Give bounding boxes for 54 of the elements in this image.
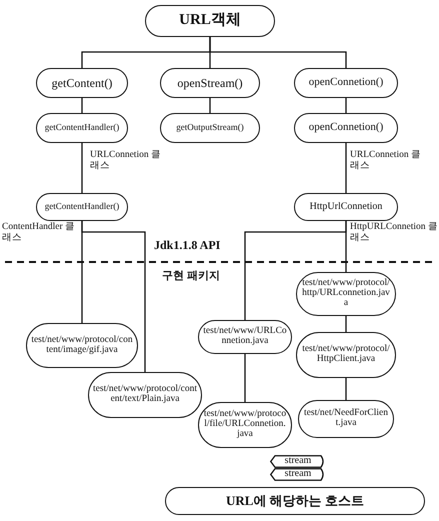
rounded-box	[298, 400, 394, 438]
rounded-box	[145, 5, 275, 37]
node-text: HttpUrlConnetion	[310, 202, 382, 212]
edge-label: HttpURLConnetion 클래스	[350, 222, 438, 244]
node-text: test/net/www/URLConnetion.java	[203, 327, 287, 347]
rounded-box	[36, 113, 128, 143]
stream-tag	[270, 455, 326, 468]
section-label: 구현 패키지	[160, 268, 222, 283]
node-text: test/net/www/protocol/content/image/gif.java	[31, 336, 133, 356]
connector-line	[345, 316, 347, 332]
connector-line	[345, 98, 347, 113]
rounded-box	[160, 113, 260, 143]
node-text: URL객체	[179, 13, 241, 29]
connector-line	[209, 37, 347, 68]
node-text: stream	[284, 469, 312, 480]
rounded-box	[88, 372, 202, 418]
node-text: getOutputStream()	[176, 123, 244, 133]
rounded-box	[296, 332, 396, 378]
node-text: getContentHandler()	[44, 202, 120, 212]
rounded-box	[26, 323, 138, 368]
connector-line	[244, 354, 246, 402]
node-text: test/net/www/protocol/content/text/Plain.java	[93, 385, 197, 405]
connector-line	[345, 378, 347, 400]
rounded-box	[198, 320, 292, 354]
connector-line	[81, 143, 83, 193]
node-text: URL에 해당하는 호스트	[226, 494, 364, 508]
rounded-box	[294, 68, 398, 98]
node-text: getContent()	[52, 76, 112, 90]
rounded-box	[36, 193, 128, 221]
stream-tag	[270, 468, 326, 481]
node-text: test/net/www/protocol/HttpClient.java	[301, 345, 391, 365]
rounded-box	[296, 272, 396, 316]
edge-label: ContentHandler 클래스	[2, 222, 76, 244]
node-text: test/net/NeedForClient.java	[303, 409, 389, 429]
rounded-box	[165, 487, 425, 515]
node-text: getContentHandler()	[44, 123, 120, 133]
rounded-box	[160, 68, 260, 98]
node-text: stream	[284, 456, 312, 467]
node-text: openStream()	[177, 76, 243, 90]
connector-line	[244, 221, 347, 320]
node-text: test/net/www/protocol/file/URLConnetion.java	[203, 410, 287, 440]
rounded-box	[294, 113, 398, 143]
rounded-box	[294, 193, 398, 221]
connector-line	[81, 221, 146, 372]
node-text: openConnetion()	[308, 122, 384, 134]
connector-line	[345, 143, 347, 193]
connector-line	[209, 98, 211, 113]
rounded-box	[198, 402, 292, 448]
edge-label: URLConnetion 클래스	[90, 150, 162, 172]
node-text: openConnetion()	[308, 77, 384, 89]
node-text: test/net/www/protocol/http/URLconnetion.java	[301, 279, 391, 309]
rounded-box	[36, 68, 128, 98]
connector-line	[81, 98, 83, 113]
edge-label: URLConnetion 클래스	[350, 150, 422, 172]
